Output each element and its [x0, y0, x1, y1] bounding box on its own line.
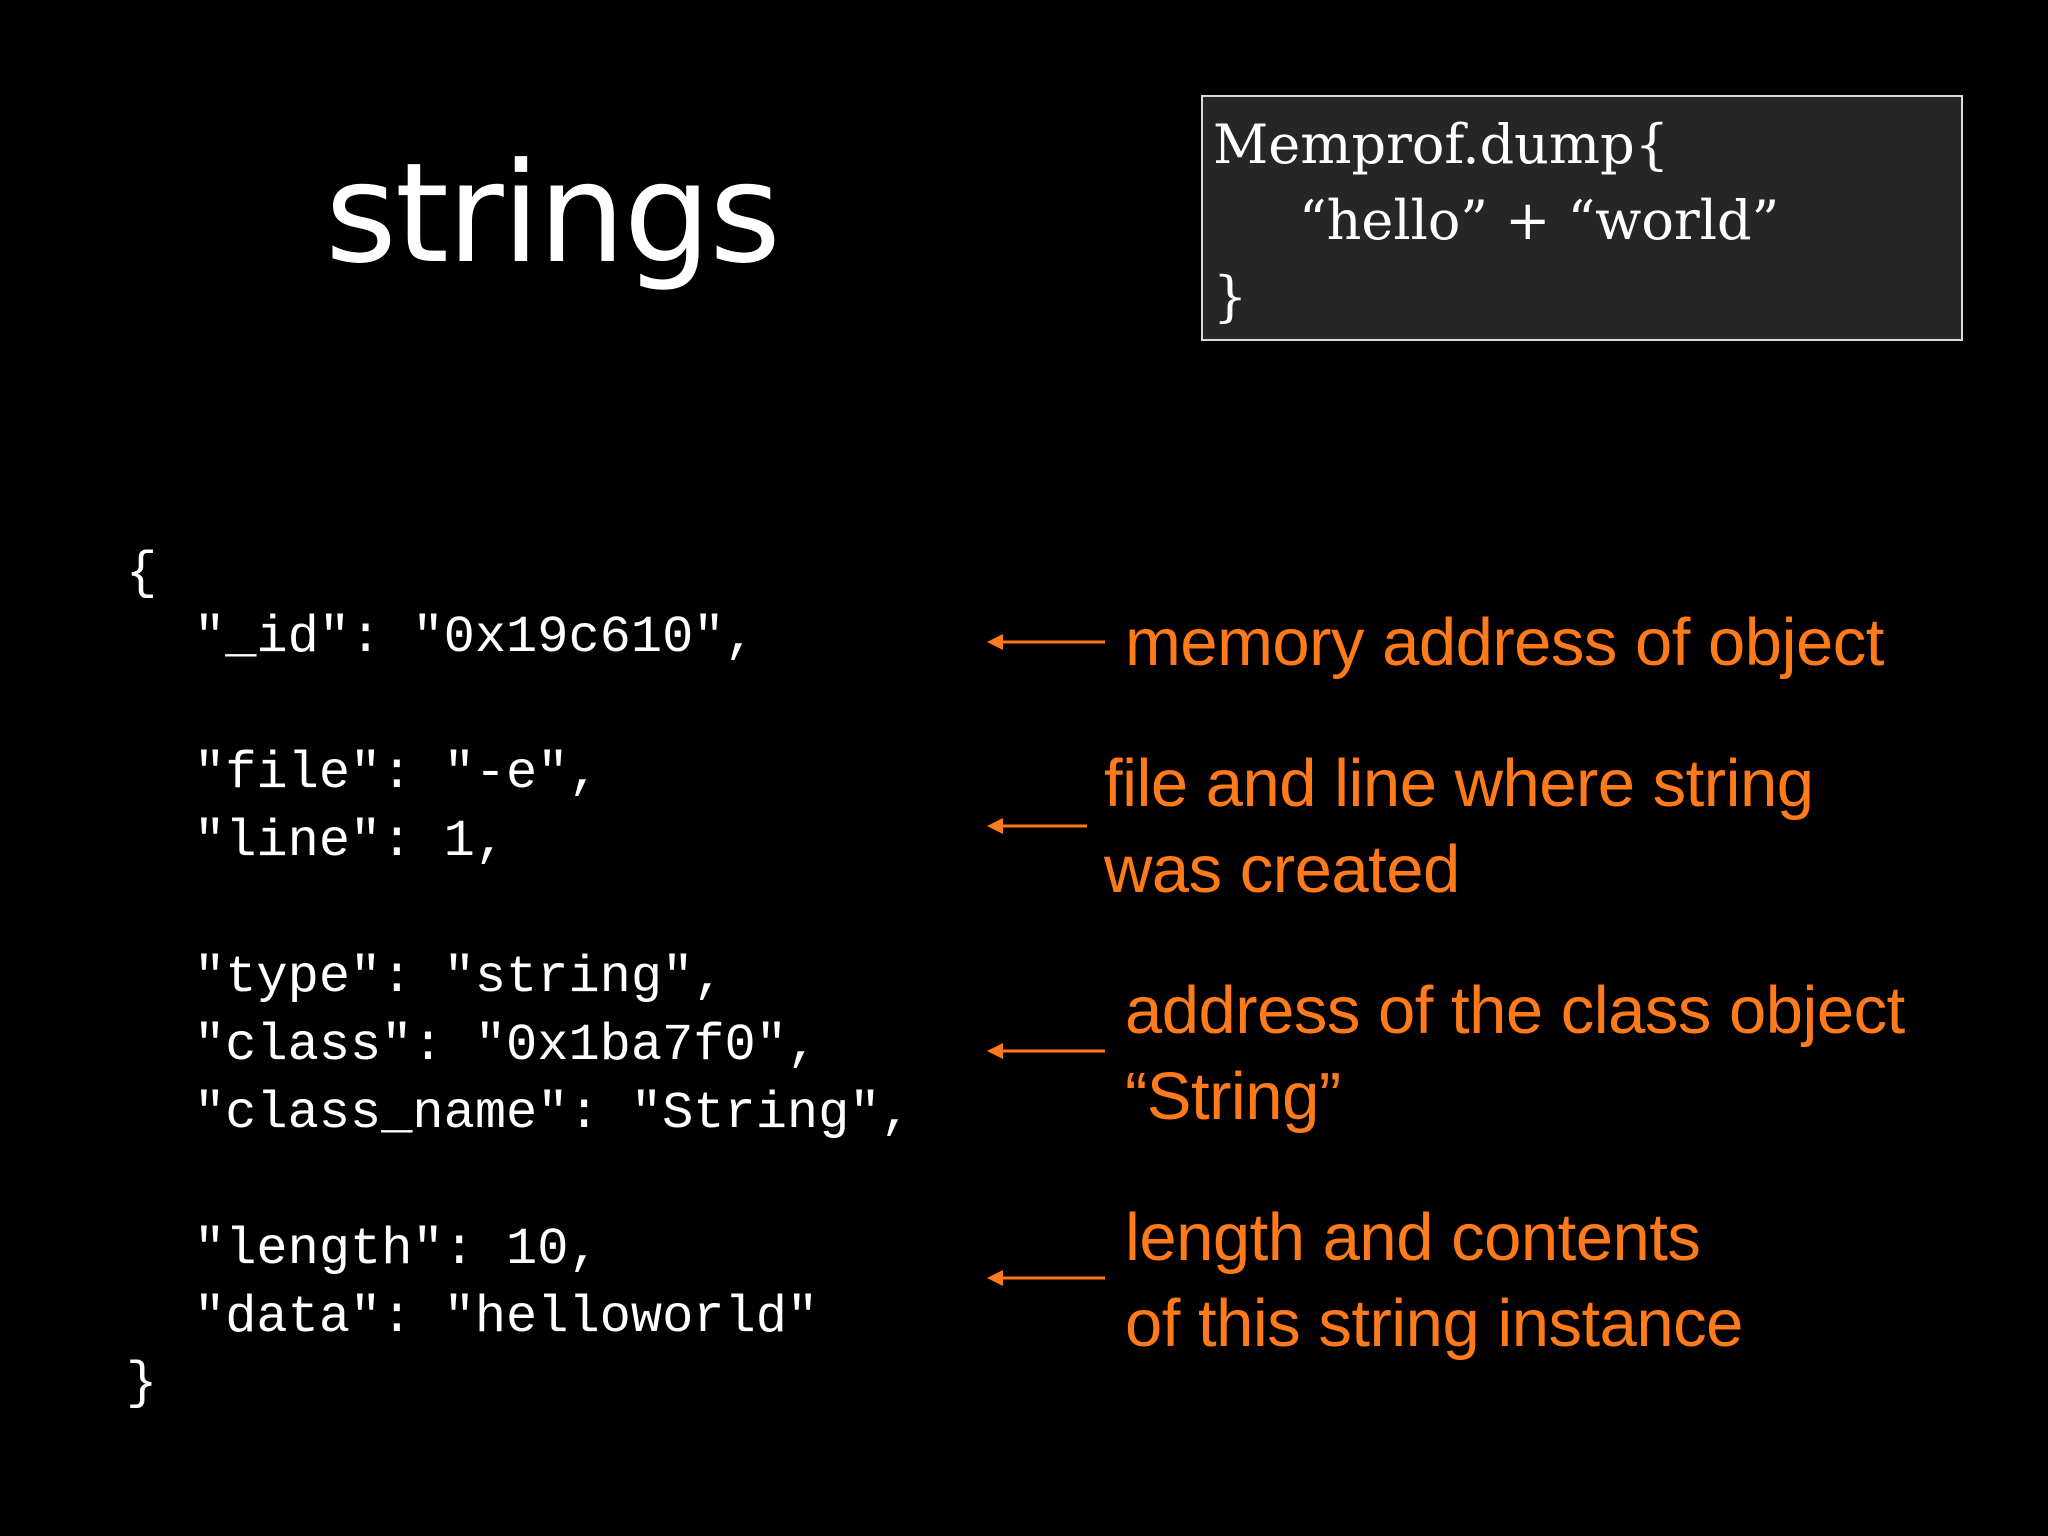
code-line: “hello” + “world” — [1299, 189, 1780, 252]
annotation-line: of this string instance — [1125, 1286, 1743, 1361]
arrow-left-icon — [985, 629, 1107, 655]
code-line: } — [1213, 265, 1248, 328]
annotation-file-line: file and line where string was created — [1104, 741, 1814, 913]
json-line-class-name: "class_name": "String", — [194, 1084, 912, 1143]
json-line-class: "class": "0x1ba7f0", — [194, 1016, 819, 1075]
arrow-left-icon — [985, 1038, 1107, 1064]
json-line-line: "line": 1, — [194, 812, 507, 871]
slide-title: strings — [325, 133, 781, 294]
annotation-length-contents: length and contents of this string insta… — [1125, 1195, 1743, 1367]
arrow-left-icon — [985, 813, 1089, 839]
annotation-line: length and contents — [1125, 1200, 1701, 1275]
json-open-brace: { — [126, 544, 158, 603]
annotation-line: file and line where string — [1104, 746, 1814, 821]
annotation-memory-address: memory address of object — [1125, 600, 1884, 686]
json-line-data: "data": "helloworld" — [194, 1288, 819, 1347]
json-line-length: "length": 10, — [194, 1220, 600, 1279]
annotation-line: address of the class object — [1125, 973, 1905, 1048]
annotation-class-address: address of the class object “String” — [1125, 968, 1905, 1140]
code-snippet-box: Memprof.dump{ “hello” + “world” } — [1201, 95, 1963, 341]
json-dump: { "_id": "0x19c610", "file": "-e", "line… — [126, 0, 912, 1410]
arrow-left-icon — [985, 1265, 1107, 1291]
json-close-brace: } — [126, 1354, 158, 1413]
annotation-line: “String” — [1125, 1059, 1341, 1134]
annotation-line: memory address of object — [1125, 605, 1884, 680]
annotation-line: was created — [1104, 832, 1460, 907]
json-line-file: "file": "-e", — [194, 744, 600, 803]
code-line: Memprof.dump{ — [1213, 113, 1670, 176]
json-line-type: "type": "string", — [194, 948, 725, 1007]
json-line-id: "_id": "0x19c610", — [194, 608, 756, 667]
